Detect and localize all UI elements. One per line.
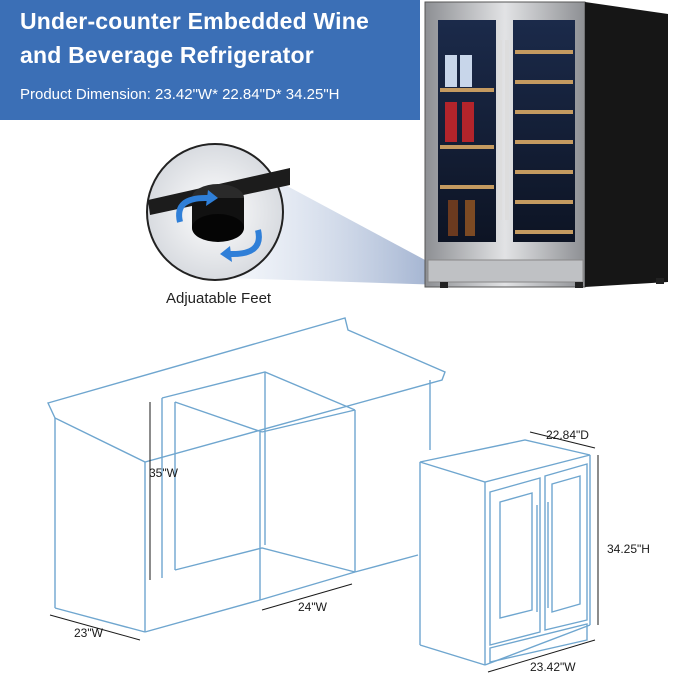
- fridge-depth-label: 22.84"D: [546, 428, 589, 442]
- rotate-arrow-icon: [176, 194, 209, 223]
- cabinet-diagram: [47, 317, 446, 633]
- product-dimension: Product Dimension: 23.42"W* 22.84"D* 34.…: [20, 86, 340, 103]
- title-line-2: and Beverage Refrigerator: [20, 42, 314, 68]
- cabinet-height-label: 35"W: [149, 466, 178, 480]
- fridge-diagram: [419, 439, 591, 666]
- fridge-height-label: 34.25"H: [607, 542, 650, 556]
- title-line-1: Under-counter Embedded Wine: [20, 8, 369, 34]
- fridge-width-label: 23.42"W: [530, 660, 576, 674]
- rotate-arrow-icon: [229, 229, 262, 258]
- fridge-product-image: [424, 1, 668, 288]
- fridge-dimension-lines: [487, 431, 599, 673]
- adjustable-foot-detail: [146, 143, 290, 281]
- cabinet-width-label: 24"W: [298, 600, 327, 614]
- title-banner: Under-counter Embedded Wine and Beverage…: [0, 0, 420, 120]
- adjustable-feet-label: Adjuatable Feet: [166, 290, 272, 307]
- cabinet-dimension-lines: [49, 402, 353, 641]
- cabinet-depth-label: 23"W: [74, 626, 103, 640]
